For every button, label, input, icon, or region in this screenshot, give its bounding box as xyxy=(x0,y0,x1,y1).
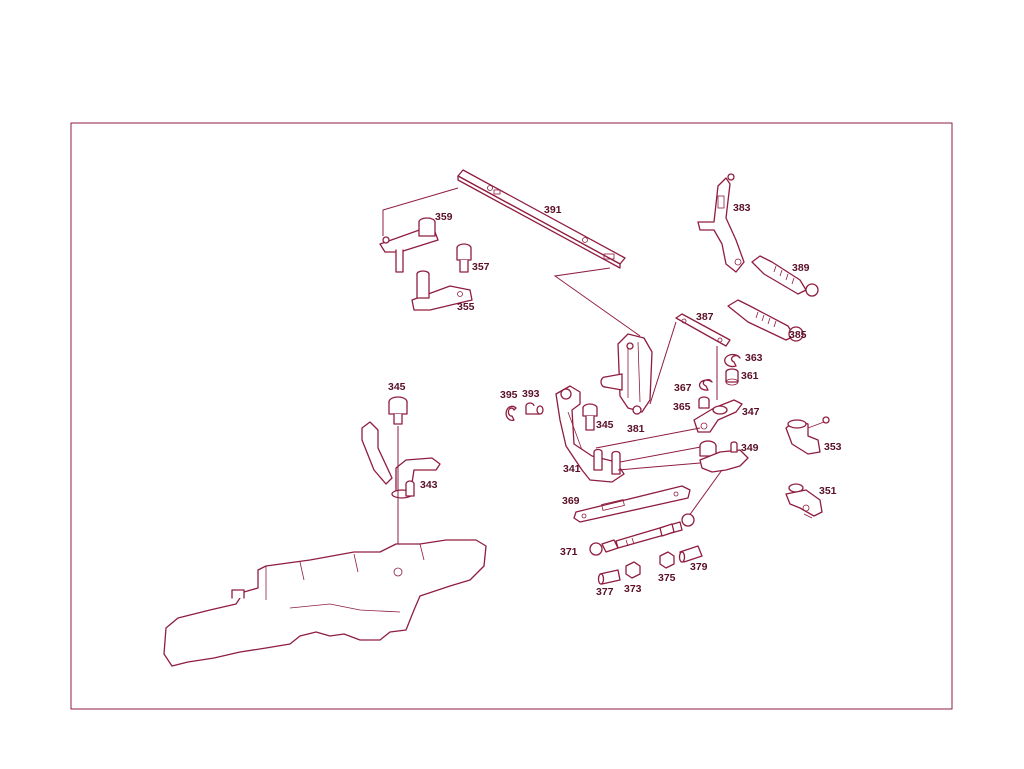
part-361-bushing[interactable] xyxy=(725,368,739,386)
part-345-bolt-upper[interactable] xyxy=(582,403,598,431)
part-371-adjusting-rod[interactable] xyxy=(589,513,695,556)
part-367-clip[interactable] xyxy=(698,379,713,391)
transmission-housing xyxy=(163,539,487,667)
label-345-left: 345 xyxy=(388,381,406,393)
leader-349-371 xyxy=(685,469,723,521)
part-385-rod-end[interactable] xyxy=(727,299,804,342)
label-367: 367 xyxy=(674,382,692,394)
part-375-nut[interactable] xyxy=(659,551,675,569)
part-349-lever[interactable] xyxy=(699,440,749,473)
part-377-bushing[interactable] xyxy=(597,569,621,585)
label-395: 395 xyxy=(500,389,518,401)
part-365-bushing[interactable] xyxy=(698,396,710,409)
label-353: 353 xyxy=(824,441,842,453)
part-347-lever[interactable] xyxy=(693,399,743,433)
part-353-lever[interactable] xyxy=(785,416,830,455)
label-387: 387 xyxy=(696,311,714,323)
label-359: 359 xyxy=(435,211,453,223)
part-363-circlip[interactable] xyxy=(724,353,741,368)
label-347: 347 xyxy=(742,406,760,418)
label-379: 379 xyxy=(690,561,708,573)
label-389: 389 xyxy=(792,262,810,274)
label-341: 341 xyxy=(563,463,581,475)
part-389-rod-end[interactable] xyxy=(751,255,819,297)
label-351: 351 xyxy=(819,485,837,497)
part-341-lever-assembly[interactable] xyxy=(555,385,625,483)
label-343: 343 xyxy=(420,479,438,491)
part-393-bushing[interactable] xyxy=(525,402,544,415)
part-351-bracket[interactable] xyxy=(785,483,823,519)
leader-341-349b xyxy=(617,461,713,471)
part-387-link-plate[interactable] xyxy=(675,313,731,347)
label-373: 373 xyxy=(624,583,642,595)
label-377: 377 xyxy=(596,586,614,598)
label-383: 383 xyxy=(733,202,751,214)
part-381-shift-housing[interactable] xyxy=(600,333,653,415)
diagram-frame xyxy=(70,122,953,710)
label-371: 371 xyxy=(560,546,578,558)
part-379-bushing[interactable] xyxy=(678,545,703,563)
label-369: 369 xyxy=(562,495,580,507)
label-393: 393 xyxy=(522,388,540,400)
part-391-selector-rod[interactable] xyxy=(457,169,626,269)
part-395-clip[interactable] xyxy=(505,405,517,421)
label-385: 385 xyxy=(789,329,807,341)
part-369-link-bar[interactable] xyxy=(573,485,691,523)
label-357: 357 xyxy=(472,261,490,273)
part-359-lever[interactable] xyxy=(379,217,439,273)
leader-341-349 xyxy=(619,445,707,463)
label-345-upper: 345 xyxy=(596,419,614,431)
part-357-bolt[interactable] xyxy=(456,243,472,273)
part-355-bracket[interactable] xyxy=(411,270,473,311)
leader-391-359 xyxy=(382,187,459,236)
leader-341-347 xyxy=(595,427,701,449)
label-381: 381 xyxy=(627,423,645,435)
label-361: 361 xyxy=(741,370,759,382)
label-375: 375 xyxy=(658,572,676,584)
part-345-bolt-left[interactable] xyxy=(388,396,408,425)
leader-391-381 xyxy=(553,267,641,337)
part-373-nut[interactable] xyxy=(625,561,641,579)
part-383-bracket[interactable] xyxy=(697,173,745,273)
label-391: 391 xyxy=(544,204,562,216)
label-365: 365 xyxy=(673,401,691,413)
leader-387 xyxy=(649,321,677,405)
part-343-bracket[interactable] xyxy=(361,421,441,499)
label-355: 355 xyxy=(457,301,475,313)
label-363: 363 xyxy=(745,352,763,364)
label-349: 349 xyxy=(741,442,759,454)
